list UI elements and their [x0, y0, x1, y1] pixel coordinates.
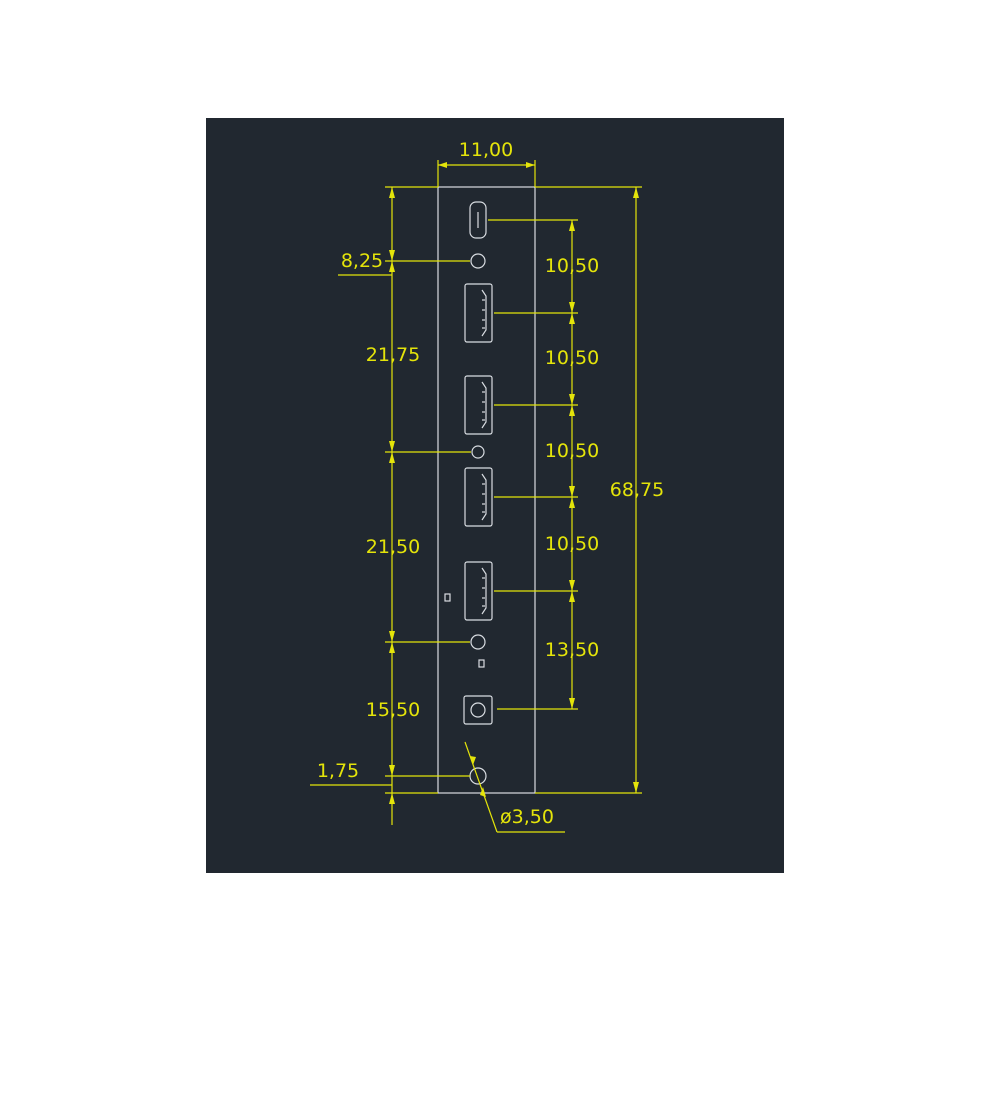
dim-left-bottom-offset-label: 1,75 — [317, 760, 359, 782]
indicator-left — [444, 593, 451, 602]
led-hole-2 — [471, 445, 485, 459]
indicator-center — [478, 659, 485, 668]
dim-width-top-label: 11,00 — [459, 139, 513, 161]
technical-drawing: 11,00 68,75 10,50 10,50 10,50 10,50 13,5… — [310, 139, 664, 833]
mounting-hole — [469, 767, 487, 785]
dim-left-top-offset-label: 8,25 — [341, 250, 383, 272]
dim-right-pitch-1-label: 10,50 — [545, 255, 599, 277]
dim-hole-diameter-label: ø3,50 — [500, 806, 554, 828]
dim-total-height — [535, 186, 642, 794]
dim-right-chain — [488, 219, 578, 710]
usb-a-port-3 — [464, 467, 493, 527]
dim-width-top — [437, 160, 536, 187]
panel-outline — [437, 186, 536, 794]
push-button-body — [463, 695, 493, 725]
usb-a-port-2 — [464, 375, 493, 435]
dim-right-pitch-5-label: 13,50 — [545, 639, 599, 661]
dim-right-pitch-2-label: 10,50 — [545, 347, 599, 369]
dim-left-span-3-label: 15,50 — [366, 699, 420, 721]
dim-total-height-label: 68,75 — [610, 479, 664, 501]
dim-hole-diameter — [464, 741, 565, 833]
usb-c-port — [469, 201, 487, 239]
dim-left-span-1-label: 21,75 — [366, 344, 420, 366]
dim-right-pitch-4-label: 10,50 — [545, 533, 599, 555]
usb-a-port-4 — [464, 561, 493, 621]
cad-drawing-canvas: 11,00 68,75 10,50 10,50 10,50 10,50 13,5… — [206, 118, 784, 873]
push-button-cap — [470, 702, 486, 718]
dim-left-span-2-label: 21,50 — [366, 536, 420, 558]
dim-left-chain — [310, 186, 471, 825]
usb-a-port-1 — [464, 283, 493, 343]
led-hole-3 — [470, 634, 486, 650]
dim-right-pitch-3-label: 10,50 — [545, 440, 599, 462]
led-hole-1 — [470, 253, 486, 269]
